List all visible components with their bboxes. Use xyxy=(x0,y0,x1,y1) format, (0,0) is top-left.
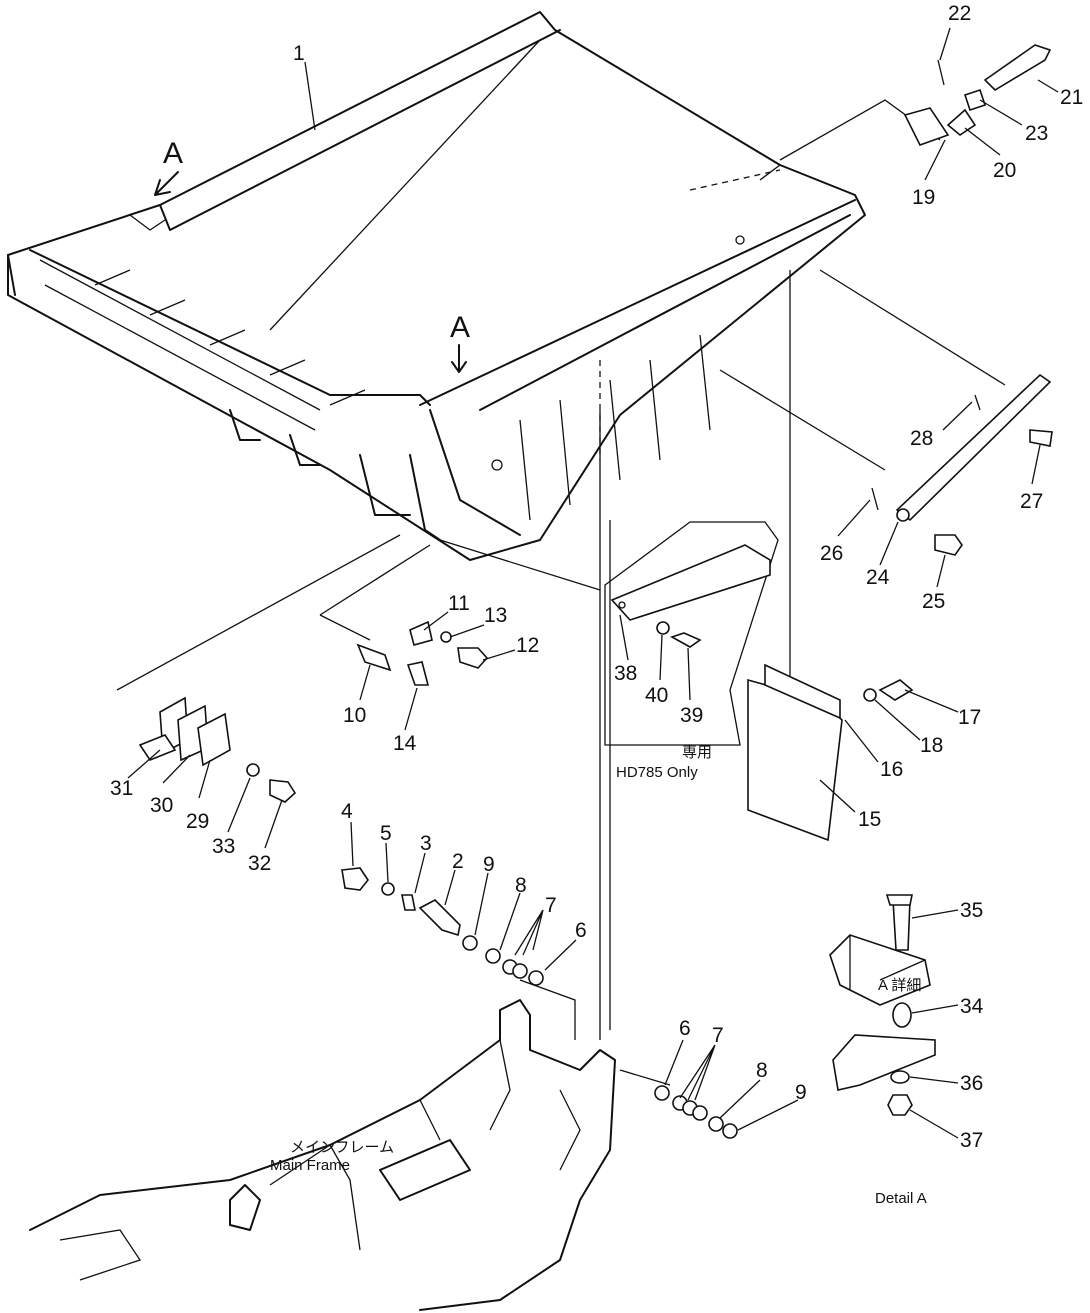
callout-34: 34 xyxy=(960,995,984,1018)
callout-8: 8 xyxy=(515,874,527,897)
svg-text:HD785 Only: HD785 Only xyxy=(616,764,698,781)
svg-text:専用: 専用 xyxy=(682,744,712,761)
svg-text:A: A xyxy=(450,311,470,344)
callout-4: 4 xyxy=(341,800,353,823)
callout-6-lower: 6 xyxy=(679,1017,691,1040)
callout-13: 13 xyxy=(484,604,507,627)
callout-6: 6 xyxy=(575,919,587,942)
rod-group xyxy=(871,373,1053,556)
callout-7: 7 xyxy=(545,894,557,917)
callout-11: 11 xyxy=(448,592,470,615)
callout-15: 15 xyxy=(858,808,881,831)
callout-21: 21 xyxy=(1060,86,1083,109)
callout-5: 5 xyxy=(380,822,392,845)
callout-18: 18 xyxy=(920,734,943,757)
callout-9-lower: 9 xyxy=(795,1081,807,1104)
hinge-pin-group-upper xyxy=(341,867,544,986)
callout-23: 23 xyxy=(1025,122,1048,145)
callout-35: 35 xyxy=(960,899,983,922)
callout-9: 9 xyxy=(483,853,495,876)
callout-31: 31 xyxy=(110,777,133,800)
callout-24: 24 xyxy=(866,566,890,589)
svg-text:Main Frame: Main Frame xyxy=(270,1157,350,1174)
callout-40: 40 xyxy=(645,684,668,707)
callout-19: 19 xyxy=(912,186,935,209)
callout-39: 39 xyxy=(680,704,703,727)
view-arrow-right: A xyxy=(450,311,470,373)
pin-lever-group xyxy=(903,44,1052,146)
callout-28: 28 xyxy=(910,427,933,450)
dump-body xyxy=(7,11,866,561)
callout-12: 12 xyxy=(516,634,539,657)
callout-10: 10 xyxy=(343,704,366,727)
callout-22: 22 xyxy=(948,2,971,25)
callout-8-lower: 8 xyxy=(756,1059,768,1082)
hinge-pin-group-lower xyxy=(654,1085,738,1139)
callout-30: 30 xyxy=(150,794,173,817)
detail-a-group: A 詳細 xyxy=(829,894,936,1116)
callout-7-lower: 7 xyxy=(712,1024,724,1047)
callout-20: 20 xyxy=(993,159,1016,182)
part-callouts: 1 2 3 4 5 6 7 8 9 10 11 12 13 14 15 16 1… xyxy=(110,2,1083,1152)
callout-27: 27 xyxy=(1020,490,1043,513)
mud-flap-group xyxy=(747,663,914,842)
callout-33: 33 xyxy=(212,835,235,858)
pin-10-14-group xyxy=(356,620,489,686)
svg-text:A: A xyxy=(163,137,183,170)
svg-text:A 詳細: A 詳細 xyxy=(878,977,921,994)
callout-14: 14 xyxy=(393,732,417,755)
callout-1: 1 xyxy=(293,42,305,65)
hd785-bracket-group: 専用 HD785 Only xyxy=(604,521,779,781)
callout-32: 32 xyxy=(248,852,271,875)
callout-38: 38 xyxy=(614,662,637,685)
callout-26: 26 xyxy=(820,542,843,565)
callout-17: 17 xyxy=(958,706,981,729)
callout-29: 29 xyxy=(186,810,209,833)
callout-16: 16 xyxy=(880,758,903,781)
plates-29-33-group xyxy=(138,696,297,803)
leader-lines xyxy=(116,99,1006,1086)
callout-3: 3 xyxy=(420,832,432,855)
main-frame-label: メインフレーム Main Frame xyxy=(269,1139,394,1186)
view-arrow-left: A xyxy=(154,137,183,196)
callout-37: 37 xyxy=(960,1129,983,1152)
main-frame xyxy=(29,999,616,1311)
svg-text:メインフレーム: メインフレーム xyxy=(290,1139,394,1156)
callout-36: 36 xyxy=(960,1072,983,1095)
detail-a-label: Detail A xyxy=(875,1190,927,1207)
callout-25: 25 xyxy=(922,590,945,613)
callout-2: 2 xyxy=(452,850,464,873)
svg-text:Detail A: Detail A xyxy=(875,1190,927,1207)
